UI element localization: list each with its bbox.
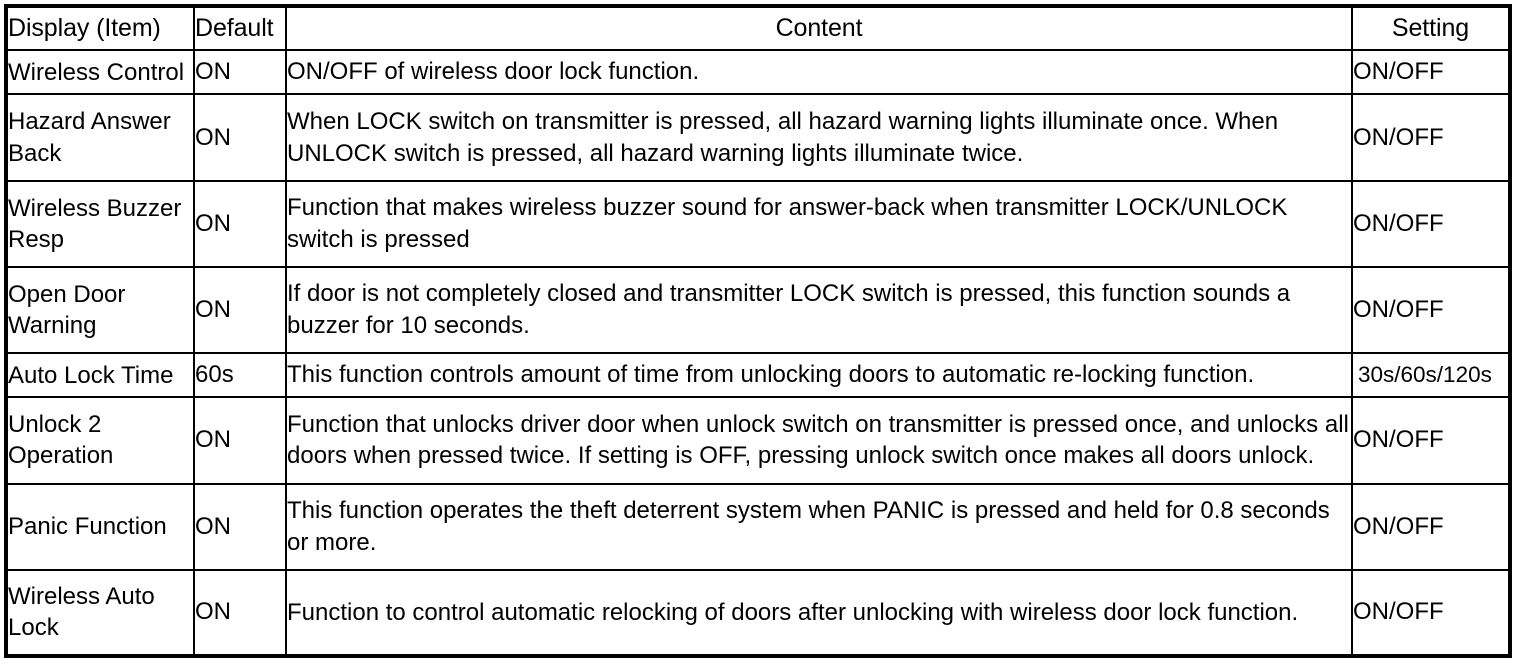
cell-display-item: Wireless Buzzer Resp [5, 179, 195, 268]
cell-default-value: ON [193, 482, 287, 571]
cell-content-description: ON/OFF of wireless door lock function. [285, 48, 1353, 96]
cell-display-item: Auto Lock Time [5, 351, 195, 399]
cell-setting-options: 30s/60s/120s [1351, 351, 1511, 399]
cell-setting-options: ON/OFF [1351, 482, 1511, 571]
cell-content-description: This function operates the theft deterre… [285, 482, 1353, 571]
cell-display-item: Panic Function [5, 482, 195, 571]
cell-content-description: Function to control automatic relocking … [285, 568, 1353, 658]
cell-default-value: 60s [193, 351, 287, 399]
table-header: Display (Item) Default Content Setting [5, 5, 1511, 51]
cell-setting-options: ON/OFF [1351, 265, 1511, 354]
table-header-row: Display (Item) Default Content Setting [5, 5, 1511, 51]
wireless-door-lock-settings-table: Display (Item) Default Content Setting W… [4, 4, 1512, 658]
cell-default-value: ON [193, 568, 287, 658]
cell-display-item: Open Door Warning [5, 265, 195, 354]
cell-display-item: Wireless Auto Lock [5, 568, 195, 658]
cell-setting-options: ON/OFF [1351, 179, 1511, 268]
column-header-default: Default [193, 5, 287, 51]
cell-setting-options: ON/OFF [1351, 48, 1511, 96]
cell-content-description: If door is not completely closed and tra… [285, 265, 1353, 354]
cell-content-description: Function that unlocks driver door when u… [285, 396, 1353, 485]
cell-content-description: Function that makes wireless buzzer soun… [285, 179, 1353, 268]
cell-setting-options: ON/OFF [1351, 93, 1511, 182]
cell-default-value: ON [193, 265, 287, 354]
cell-default-value: ON [193, 48, 287, 96]
cell-default-value: ON [193, 179, 287, 268]
column-header-display-item: Display (Item) [5, 5, 195, 51]
cell-display-item: Unlock 2 Operation [5, 396, 195, 485]
cell-display-item: Wireless Control [5, 48, 195, 96]
column-header-content: Content [285, 5, 1353, 51]
cell-content-description: When LOCK switch on transmitter is press… [285, 93, 1353, 182]
cell-default-value: ON [193, 93, 287, 182]
cell-display-item: Hazard Answer Back [5, 93, 195, 182]
column-header-setting: Setting [1351, 5, 1511, 51]
cell-content-description: This function controls amount of time fr… [285, 351, 1353, 399]
cell-setting-options: ON/OFF [1351, 396, 1511, 485]
cell-default-value: ON [193, 396, 287, 485]
cell-setting-options: ON/OFF [1351, 568, 1511, 658]
